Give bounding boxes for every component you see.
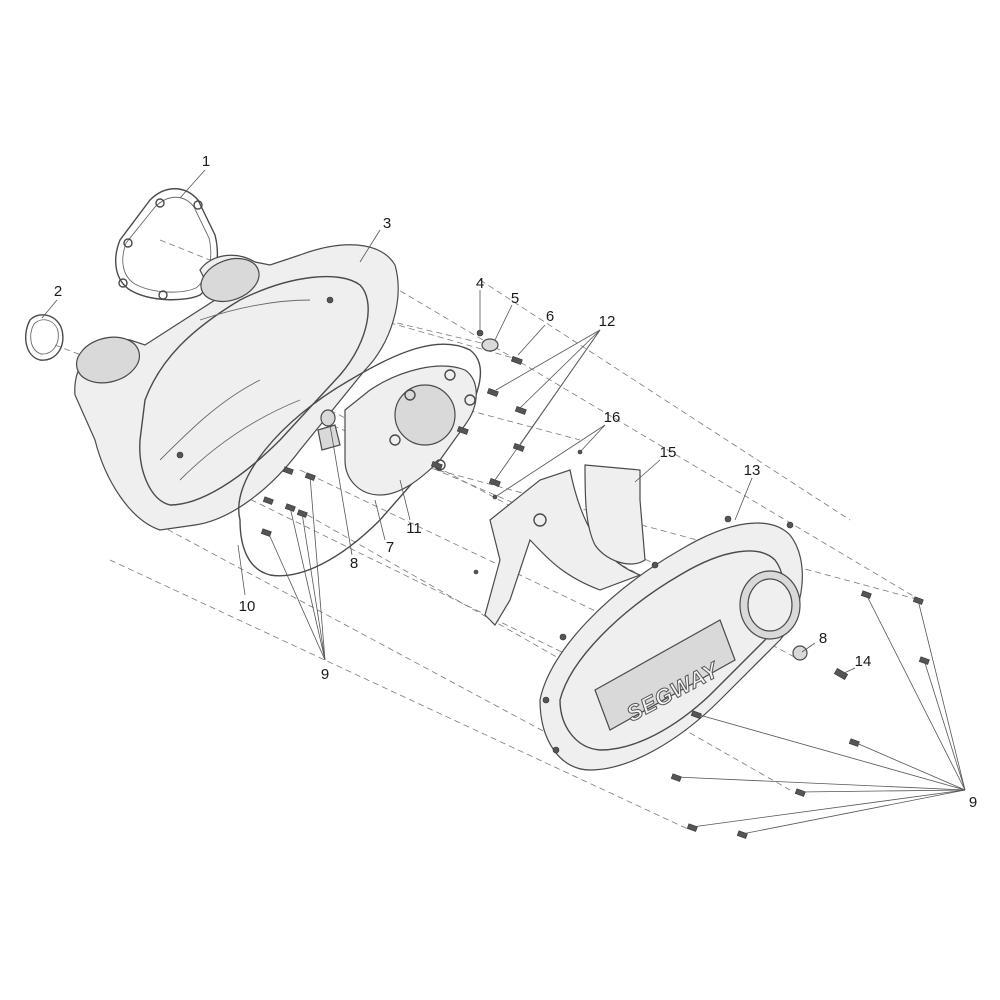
label-9-left: 9	[321, 666, 329, 683]
bushing-part-8-left	[320, 409, 336, 427]
label-10: 10	[239, 598, 256, 615]
part-labels: 1 2 3 4 5 6 12 16 15 13 11 7 8 10 9 8 14…	[54, 153, 977, 811]
bolts-part-12	[430, 388, 527, 487]
label-5: 5	[511, 290, 519, 307]
label-11: 11	[406, 520, 422, 537]
label-6: 6	[546, 308, 554, 325]
label-15: 15	[660, 444, 677, 461]
label-1: 1	[202, 153, 210, 170]
label-13: 13	[744, 462, 761, 479]
label-7: 7	[386, 539, 394, 556]
gasket-part-2	[24, 314, 64, 361]
fitting-part-14	[833, 667, 849, 681]
label-2: 2	[54, 283, 62, 300]
inner-housing-part-3	[74, 244, 399, 531]
label-14: 14	[855, 653, 872, 670]
label-8-right: 8	[819, 630, 827, 647]
label-9-right: 9	[969, 794, 977, 811]
shield-part-15	[484, 464, 646, 626]
label-16: 16	[604, 409, 621, 426]
label-4: 4	[476, 275, 484, 292]
label-3: 3	[383, 215, 391, 232]
bracket-part-7	[317, 424, 341, 451]
label-8-left: 8	[350, 555, 358, 572]
seal-part-10	[238, 343, 482, 577]
outer-cover-part-13: SEGWAY	[539, 515, 803, 771]
bushing-part-8-right	[792, 645, 808, 661]
hardware-parts-4-5-6	[476, 329, 523, 365]
label-12: 12	[599, 313, 616, 330]
leader-lines	[41, 169, 966, 835]
plate-part-11	[344, 365, 477, 496]
